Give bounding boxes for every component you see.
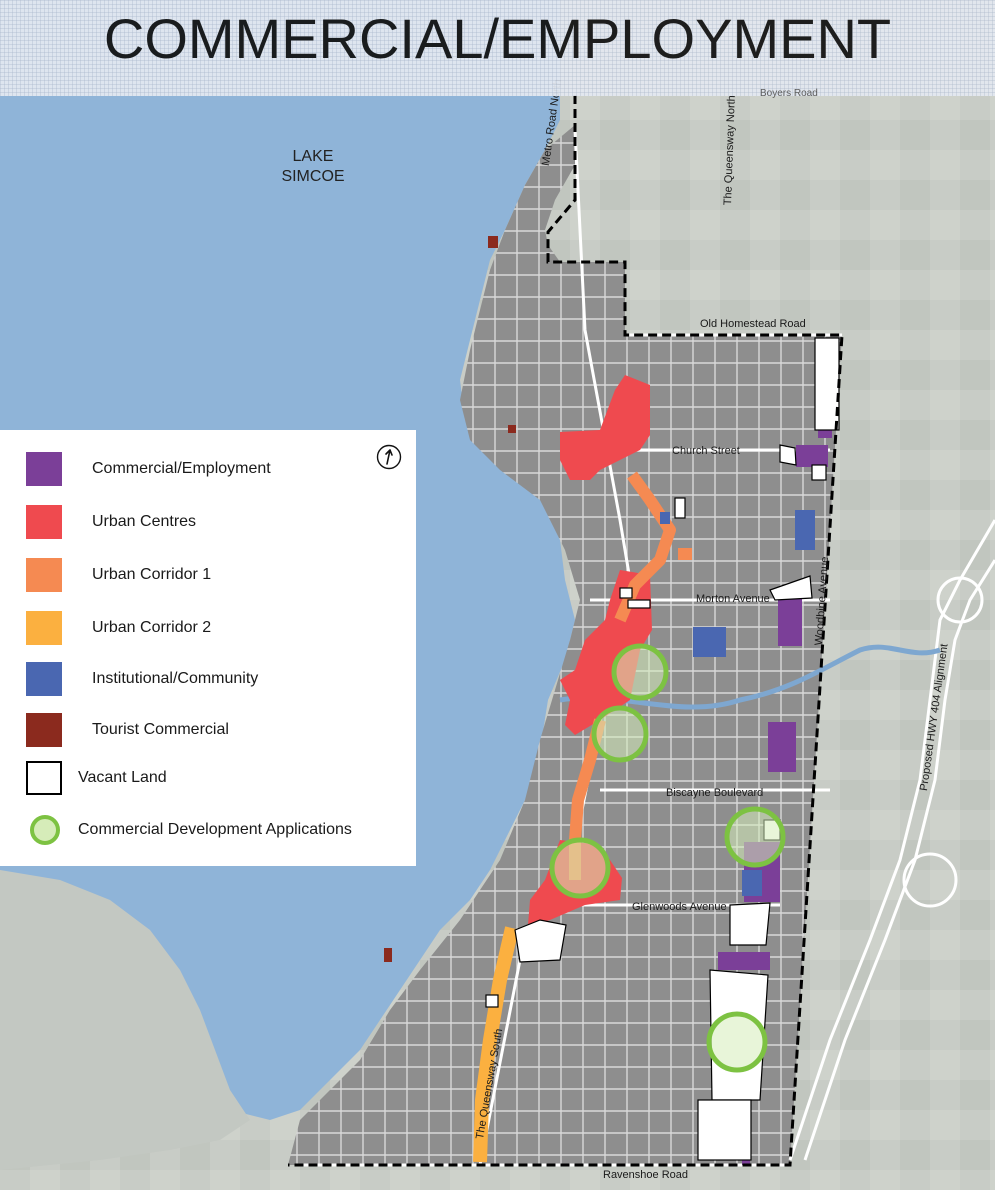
lower-left-peninsula (0, 870, 250, 1170)
interchange-north (936, 576, 984, 624)
legend-item-commercial-development-applications: Commercial Development Applications (0, 813, 416, 849)
label-ravenshoe-road: Ravenshoe Road (603, 1169, 689, 1181)
legend-label: Vacant Land (78, 769, 167, 786)
study-area-boundary (288, 95, 844, 1167)
title-bar: Boyers Road COMMERCIAL/EMPLOYMENT (0, 0, 995, 99)
dark-red-square-icon (26, 713, 62, 747)
legend-label: Urban Centres (92, 513, 197, 530)
label-church-street: Church Street (672, 445, 740, 457)
lake-label-line-2: SIMCOE (281, 168, 345, 185)
urban-corridor-1-spur (678, 548, 692, 560)
legend-item-vacant-land: Vacant Land (0, 761, 416, 797)
lake-label-line-1: LAKE (292, 148, 334, 165)
legend-item-tourist-commercial: Tourist Commercial (0, 713, 416, 749)
tourist-commercial-areas (384, 236, 516, 962)
purple-square-icon (26, 452, 62, 486)
outlined-square-icon (26, 761, 62, 795)
legend-label: Institutional/Community (92, 670, 259, 687)
proposed-hwy-404 (788, 519, 995, 1161)
institutional-areas (660, 510, 815, 896)
north-arrow-icon (376, 444, 402, 470)
map-legend: Commercial/Employment Urban Centres Urba… (0, 430, 416, 866)
interchange-south (902, 852, 958, 908)
page-title: COMMERCIAL/EMPLOYMENT (103, 7, 892, 70)
legend-label: Tourist Commercial (92, 721, 229, 738)
legend-item-commercial-employment: Commercial/Employment (0, 452, 416, 488)
river (559, 644, 941, 710)
red-square-icon (26, 505, 62, 539)
legend-label: Commercial/Employment (92, 460, 271, 477)
blue-square-icon (26, 662, 62, 696)
urban-corridor-2 (473, 926, 519, 1163)
yellow-orange-square-icon (26, 611, 62, 645)
legend-item-urban-corridor-2: Urban Corridor 2 (0, 611, 416, 647)
legend-label: Urban Corridor 2 (92, 619, 212, 636)
legend-item-institutional-community: Institutional/Community (0, 662, 416, 698)
urban-centre-north (560, 375, 650, 480)
legend-item-urban-corridor-1: Urban Corridor 1 (0, 558, 416, 594)
label-morton-avenue: Morton Avenue (696, 593, 770, 605)
label-top-road: Boyers Road (760, 88, 818, 99)
label-old-homestead-road: Old Homestead Road (700, 318, 806, 330)
label-glenwoods-avenue: Glenwoods Avenue (632, 901, 727, 913)
legend-label: Commercial Development Applications (78, 821, 352, 838)
legend-label: Urban Corridor 1 (92, 566, 212, 583)
lake-simcoe-label: LAKE SIMCOE (278, 147, 348, 187)
green-circle-icon (30, 815, 60, 845)
orange-square-icon (26, 558, 62, 592)
legend-item-urban-centres: Urban Centres (0, 505, 416, 541)
commercial-development-applications[interactable] (549, 643, 786, 1073)
label-biscayne-boulevard: Biscayne Boulevard (666, 787, 764, 799)
